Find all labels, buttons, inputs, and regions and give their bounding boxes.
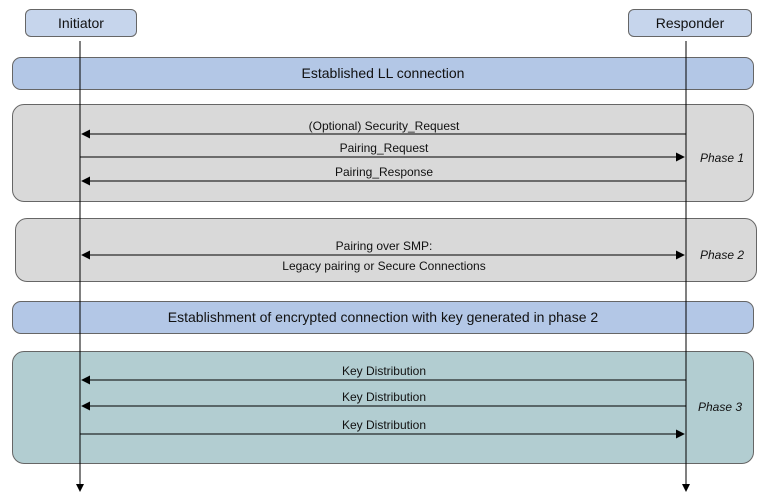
key-distribution-label-3: Key Distribution: [341, 418, 427, 432]
pairing-request-label: Pairing_Request: [339, 141, 429, 155]
initiator-actor: Initiator: [25, 9, 137, 37]
responder-lifeline-end-arrow: [682, 484, 690, 492]
key-distribution-label-2: Key Distribution: [341, 390, 427, 404]
initiator-lifeline-end-arrow: [76, 484, 84, 492]
security-request-label: (Optional) Security_Request: [308, 119, 460, 133]
responder-actor: Responder: [628, 9, 752, 37]
phase2-label: Phase 2: [699, 248, 745, 262]
encrypted-connection-bar: Establishment of encrypted connection wi…: [12, 301, 754, 334]
phase3-box: [12, 351, 754, 464]
pairing-over-smp-label: Pairing over SMP:: [335, 239, 433, 253]
phase2-box: [15, 218, 757, 282]
key-distribution-label-1: Key Distribution: [341, 364, 427, 378]
pairing-method-label: Legacy pairing or Secure Connections: [282, 259, 486, 273]
phase1-box: [12, 104, 754, 202]
ll-connection-bar: Established LL connection: [12, 57, 754, 90]
phase3-label: Phase 3: [697, 400, 743, 414]
pairing-response-label: Pairing_Response: [334, 165, 434, 179]
phase1-label: Phase 1: [699, 151, 745, 165]
